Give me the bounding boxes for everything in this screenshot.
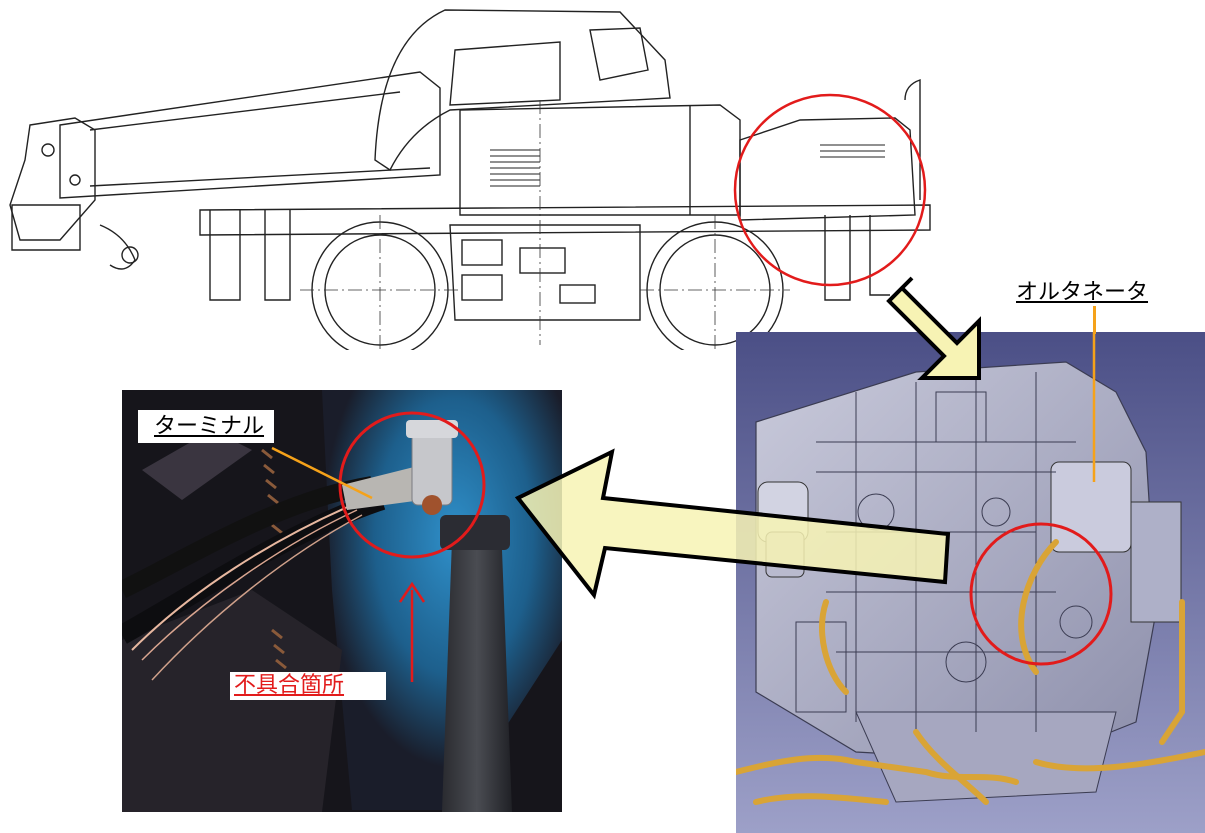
alternator-leader-line — [1093, 306, 1096, 334]
crane-side-view-drawing — [9, 9, 931, 350]
alternator-label: オルタネータ — [1016, 280, 1149, 305]
terminal-closeup-photo — [122, 390, 562, 812]
terminal-label: ターミナル — [138, 410, 275, 443]
terminal-highlight-circle — [338, 411, 486, 559]
engine-cad-view — [736, 332, 1205, 833]
defect-location-label: 不具合箇所 — [230, 672, 387, 700]
engine-area-highlight-circle — [733, 93, 927, 287]
alternator-highlight-circle — [969, 522, 1113, 666]
